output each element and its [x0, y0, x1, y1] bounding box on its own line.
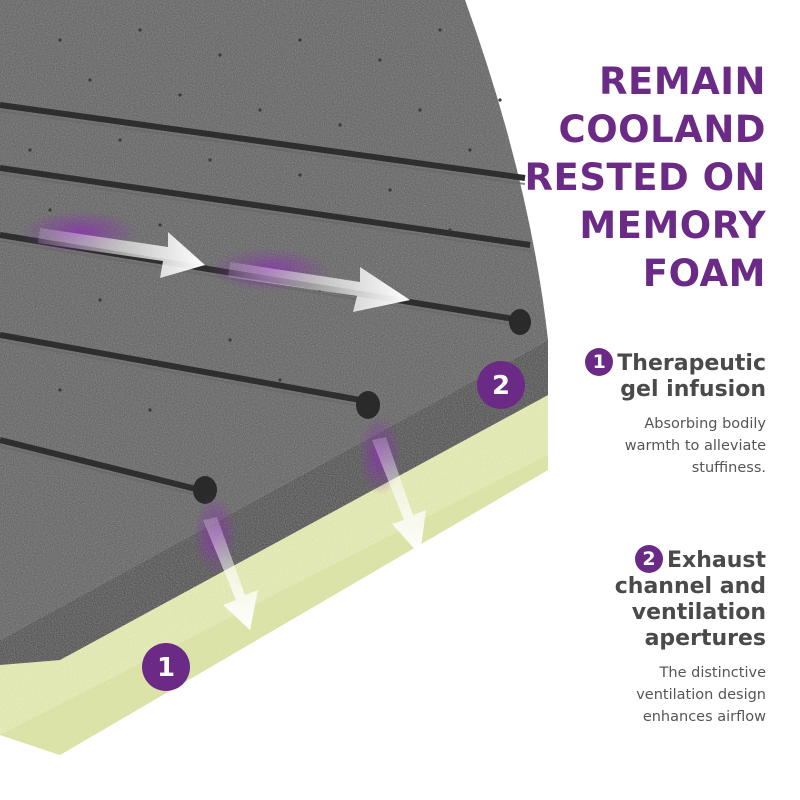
feature-number-badge: 1	[585, 348, 614, 376]
marker-1-badge: 1	[142, 643, 190, 691]
feature-desc-line: Absorbing bodily	[644, 416, 766, 432]
headline: REMAIN COOLAND RESTED ON MEMORY FOAM	[466, 58, 766, 298]
feature-title-line: gel infusion	[620, 377, 766, 402]
feature-description: The distinctive ventilation design enhan…	[546, 662, 766, 728]
headline-line: COOLAND	[558, 108, 766, 151]
feature-desc-line: warmth to alleviate	[624, 438, 766, 454]
feature-title-line: ventilation	[631, 600, 766, 625]
feature-desc-line: enhances airflow	[642, 709, 766, 725]
feature-description: Absorbing bodily warmth to alleviate stu…	[556, 413, 766, 479]
headline-line: FOAM	[642, 252, 766, 295]
feature-desc-line: The distinctive	[659, 665, 766, 681]
perforation-dots	[28, 28, 502, 412]
feature-title-line: apertures	[644, 626, 766, 651]
ventilation-apertures	[193, 309, 531, 504]
headline-line: RESTED ON	[524, 156, 766, 199]
feature-title-line: Exhaust	[667, 548, 766, 573]
headline-line: MEMORY	[579, 204, 766, 247]
feature-title-line: Therapeutic	[617, 351, 766, 376]
feature-number-badge: 2	[635, 545, 663, 573]
feature-desc-line: ventilation design	[636, 687, 766, 703]
airflow-arrows-down	[193, 415, 426, 630]
feature-title-line: channel and	[614, 574, 766, 599]
base-foam-layer	[0, 380, 548, 755]
marker-2-label: 2	[492, 371, 510, 401]
marker-2-badge: 2	[477, 361, 525, 409]
airflow-arrows-horizontal	[20, 210, 410, 312]
marker-1-label: 1	[157, 653, 175, 683]
headline-line: REMAIN	[599, 60, 766, 103]
gel-foam-side-face	[0, 340, 548, 665]
feature-desc-line: stuffiness.	[691, 460, 766, 476]
